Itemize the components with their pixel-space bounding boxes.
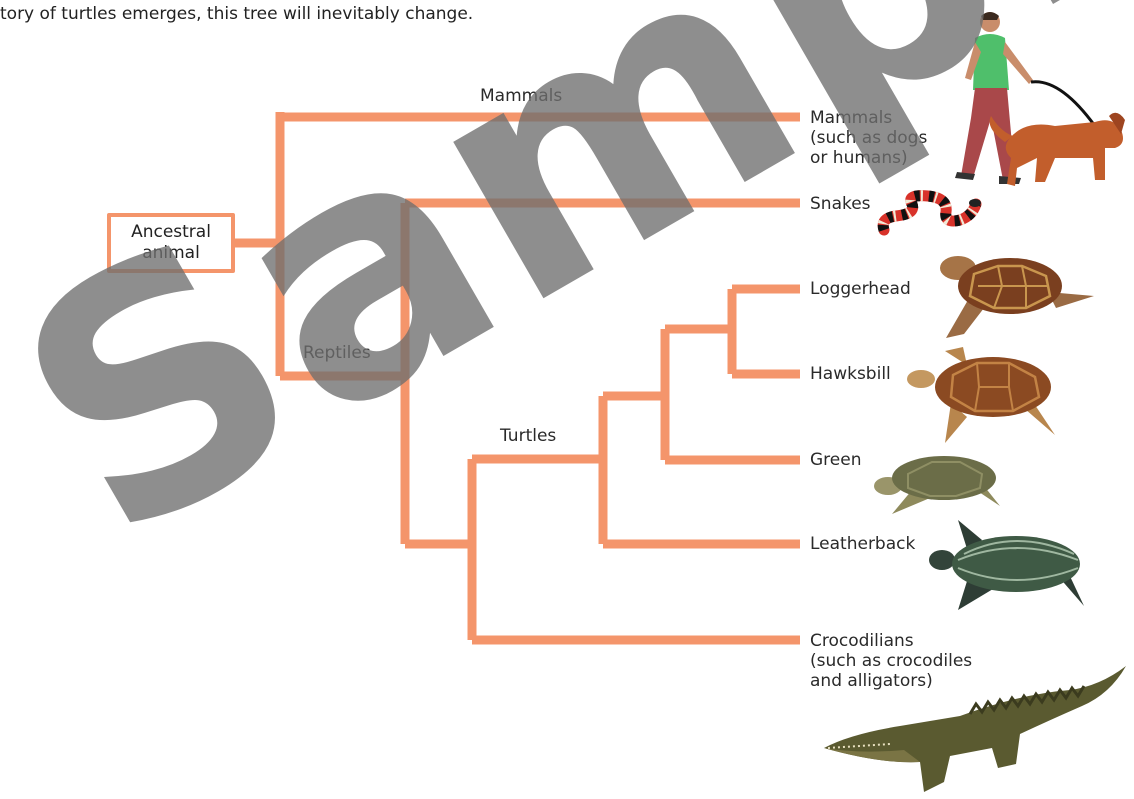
tip-label-loggerhead: Loggerhead (810, 279, 911, 299)
clade-label-mammals: Mammals (480, 86, 562, 107)
snake-icon (876, 190, 980, 240)
tip-label-green: Green (810, 450, 861, 470)
tip-label-leatherback: Leatherback (810, 534, 915, 554)
crocodile-icon (820, 664, 1128, 796)
tip-label-hawksbill: Hawksbill (810, 364, 891, 384)
loggerhead-turtle-icon (938, 252, 1098, 344)
human-walking-dog-icon (945, 8, 1130, 186)
clade-label-reptiles: Reptiles (303, 343, 371, 364)
tip-label-snakes: Snakes (810, 194, 871, 214)
tip-label-mammals: Mammals (such as dogs or humans) (810, 108, 927, 168)
clade-label-turtles: Turtles (500, 426, 556, 447)
hawksbill-turtle-icon (905, 345, 1065, 447)
leatherback-turtle-icon (928, 516, 1088, 612)
green-turtle-icon (872, 450, 1007, 516)
ancestral-animal-box: Ancestral animal (107, 213, 235, 273)
